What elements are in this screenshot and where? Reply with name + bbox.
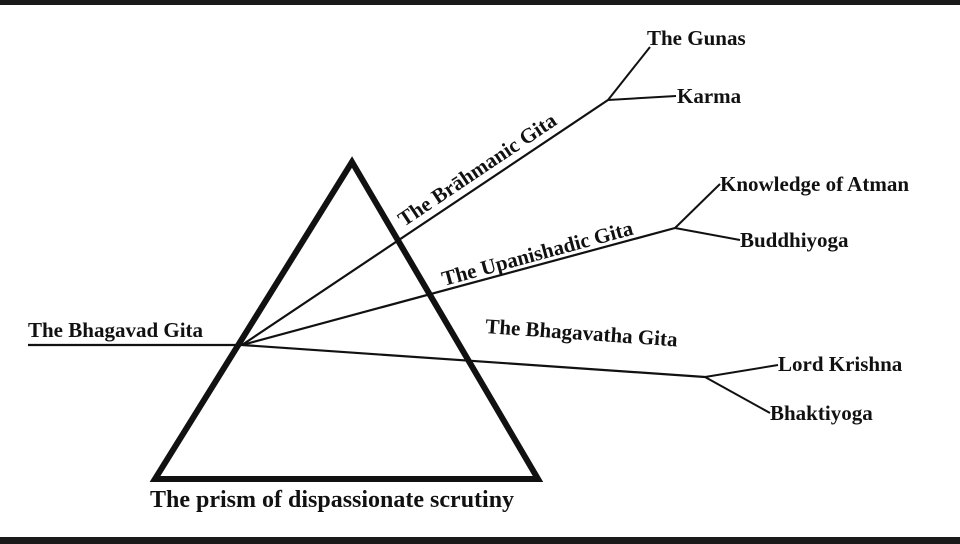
leaf-label-bhaktiyoga: Bhaktiyoga (770, 401, 873, 425)
prism-caption: The prism of dispassionate scrutiny (150, 487, 514, 513)
bottom-border (0, 537, 960, 544)
subbranch-line-gunas (607, 46, 651, 101)
subbranch-line-buddhiyoga (674, 227, 741, 241)
branch-label-bhagavatha: The Bhagavatha Gita (485, 314, 679, 351)
prism-triangle (149, 156, 544, 482)
leaf-label-karma: Karma (677, 84, 742, 108)
branch-label-brahmanic: The Brāhmanic Gita (393, 108, 561, 231)
subbranch-line-atman (674, 183, 721, 229)
leaf-label-krishna: Lord Krishna (778, 352, 903, 376)
leaf-label-buddhiyoga: Buddhiyoga (740, 228, 849, 252)
subbranch-line-krishna (704, 364, 779, 378)
branch-line-brahmanic (241, 99, 609, 346)
leaf-label-atman: Knowledge of Atman (720, 172, 909, 196)
branch-line-bhagavatha (241, 343, 706, 379)
branch-label-upanishadic: The Upanishadic Gita (439, 216, 636, 291)
subbranch-line-bhaktiyoga (704, 376, 771, 414)
branch-line-upanishadic (241, 226, 676, 347)
source-label: The Bhagavad Gita (28, 318, 204, 342)
top-border (0, 0, 960, 5)
leaf-label-gunas: The Gunas (647, 26, 746, 50)
subbranch-line-karma (607, 95, 677, 101)
